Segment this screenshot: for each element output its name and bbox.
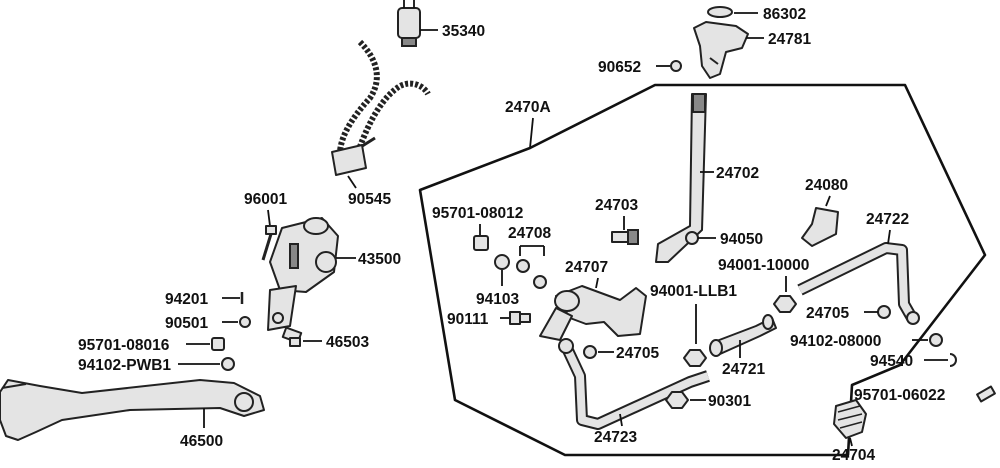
label-90301: 90301	[708, 393, 751, 410]
bolt-96001	[261, 225, 277, 261]
washer-94050	[685, 231, 699, 245]
label-24080: 24080	[805, 177, 848, 194]
bolt-95701-08012	[473, 235, 489, 251]
washer-90501	[239, 316, 251, 328]
bolt-90111	[509, 311, 531, 325]
oring-24708-b	[533, 275, 547, 289]
washer-94102-pwb1	[221, 357, 235, 371]
label-86302: 86302	[763, 6, 806, 23]
label-94102-pwb1: 94102-PWB1	[78, 357, 171, 374]
lead-24722	[887, 229, 891, 245]
label-24722: 24722	[866, 211, 909, 228]
label-90545: 90545	[348, 191, 391, 208]
label-24781: 24781	[768, 31, 811, 48]
label-94050: 94050	[720, 231, 763, 248]
group-boundary	[418, 83, 987, 457]
boot-24704	[833, 399, 867, 439]
shift-rod-24722	[797, 242, 920, 325]
label-46500: 46500	[180, 433, 223, 450]
lead-24723	[619, 413, 623, 427]
shift-rod-24723	[558, 338, 710, 430]
label-24704: 24704	[832, 447, 875, 463]
clip-94540	[949, 353, 957, 367]
washer-94103	[494, 254, 510, 270]
label-95701-08016: 95701-08016	[78, 337, 170, 354]
label-90111: 90111	[447, 311, 489, 328]
lead-24704	[849, 437, 853, 447]
washer-24705-b	[877, 305, 891, 319]
label-95701-06022: 95701-06022	[854, 387, 945, 404]
lead-96001	[267, 209, 271, 227]
label-46503: 46503	[326, 334, 369, 351]
label-94001-llb1: 94001-LLB1	[650, 283, 737, 300]
label-24705-a: 24705	[616, 345, 659, 362]
group-label: 2470A	[505, 99, 551, 116]
label-35340: 35340	[442, 23, 485, 40]
label-24721: 24721	[722, 361, 765, 378]
group-label-lead	[529, 117, 534, 149]
brake-switch-35340	[397, 0, 421, 47]
bolt-95701-06022	[976, 385, 996, 403]
shift-knob-24781	[693, 21, 749, 79]
nut-94001-10000	[773, 295, 797, 313]
label-90501: 90501	[165, 315, 208, 332]
harness-cable-90545	[331, 39, 431, 176]
lead-24707	[595, 277, 599, 289]
label-96001: 96001	[244, 191, 287, 208]
label-24723: 24723	[594, 429, 637, 446]
hose-fitting-46503	[281, 326, 303, 347]
screw-90652	[670, 60, 682, 72]
nut-90301	[665, 391, 689, 409]
master-cylinder-43500	[267, 217, 339, 331]
brake-pedal-46500	[0, 379, 265, 441]
label-24707: 24707	[565, 259, 608, 276]
label-24708: 24708	[508, 225, 551, 242]
label-94103: 94103	[476, 291, 519, 308]
label-24702: 24702	[716, 165, 759, 182]
label-94201: 94201	[165, 291, 208, 308]
lead-90545	[347, 175, 357, 189]
label-90652: 90652	[598, 59, 641, 76]
washer-94102-08000	[929, 333, 943, 347]
bracket-24080	[801, 207, 839, 247]
label-94001-10000: 94001-10000	[718, 257, 809, 274]
washer-24705-a	[583, 345, 597, 359]
label-24705-b: 24705	[806, 305, 849, 322]
oring-24708-a	[516, 259, 530, 273]
emblem-86302	[707, 6, 733, 18]
shift-arm-24707	[539, 285, 647, 341]
lead-24080	[825, 195, 831, 207]
label-24703: 24703	[595, 197, 638, 214]
adjuster-24721	[709, 314, 777, 357]
nut-94001-llb1	[683, 349, 707, 367]
shift-lever-24702	[655, 93, 707, 263]
bolt-95701-08016	[211, 337, 225, 351]
label-94102-08000: 94102-08000	[790, 333, 881, 350]
label-95701-08012: 95701-08012	[432, 205, 523, 222]
label-94540: 94540	[870, 353, 913, 370]
label-43500: 43500	[358, 251, 401, 268]
pivot-bolt-24703	[611, 229, 639, 245]
